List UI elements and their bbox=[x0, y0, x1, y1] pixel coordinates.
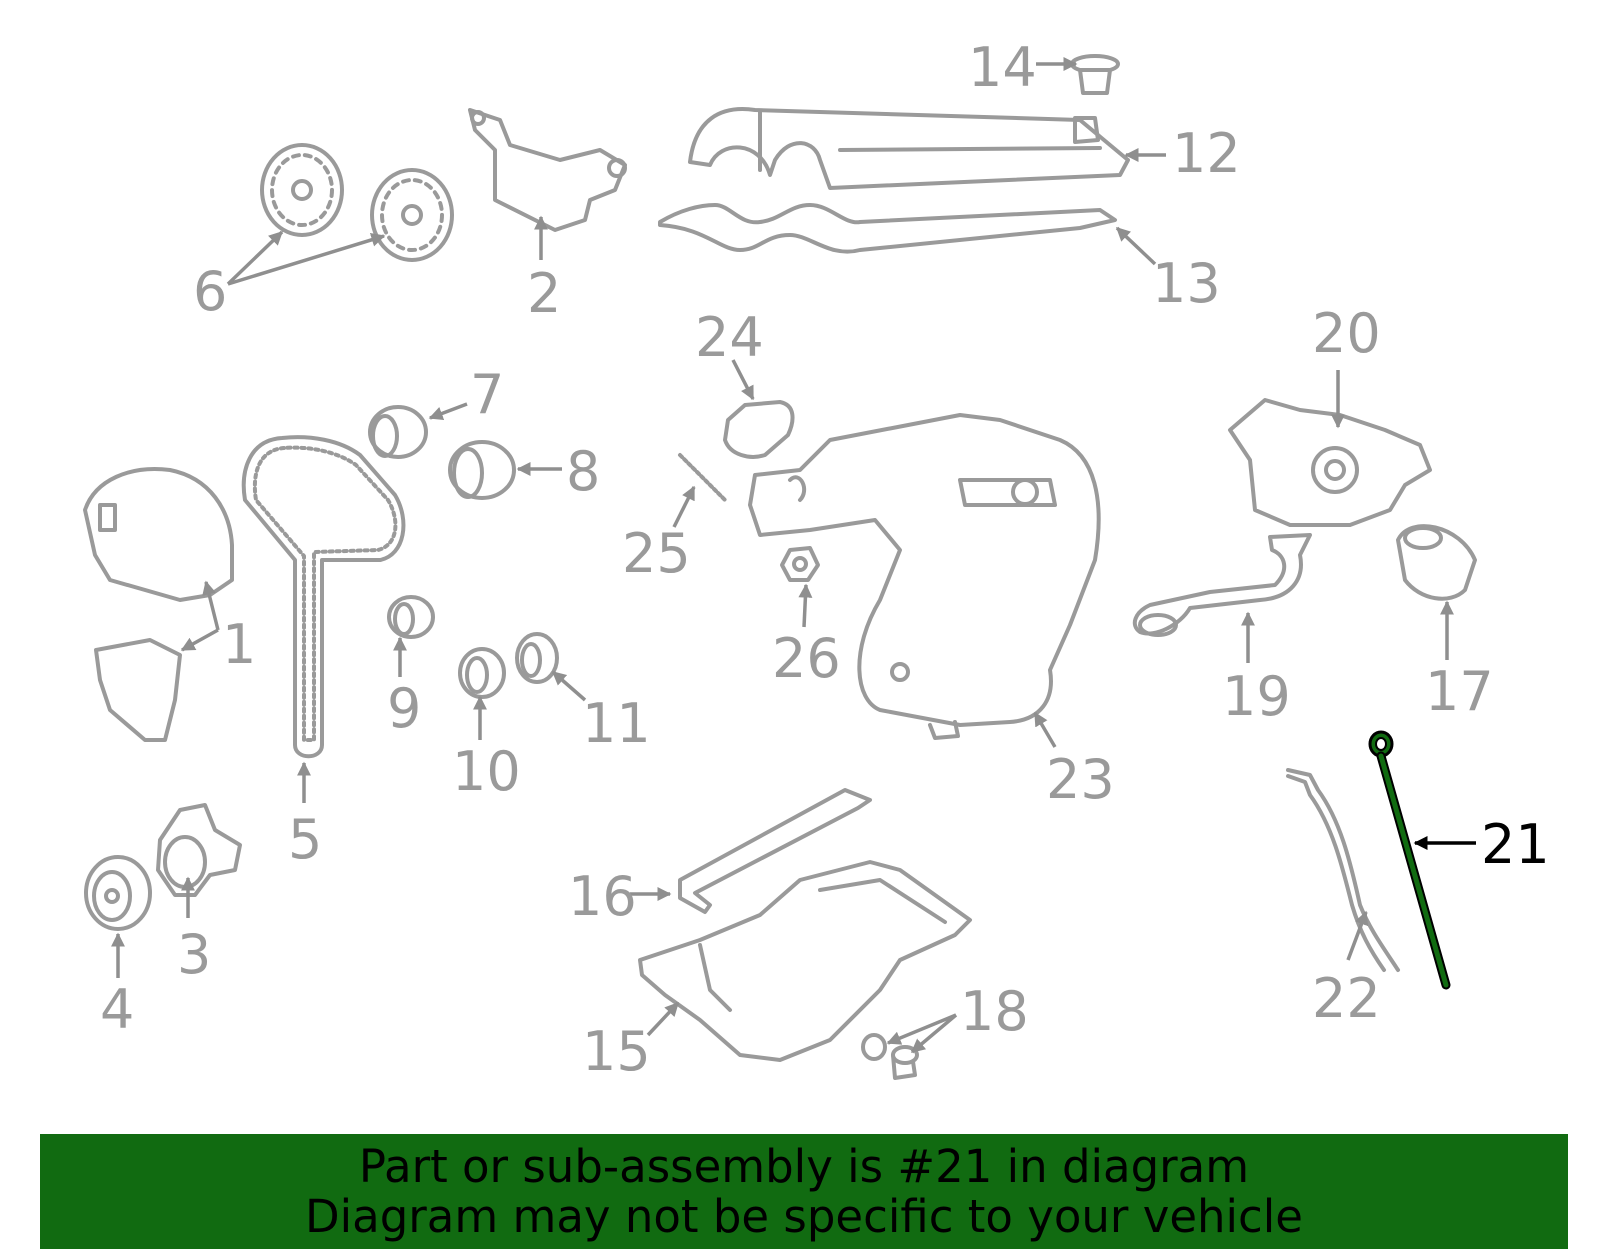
banner-line-2: Diagram may not be specific to your vehi… bbox=[305, 1189, 1303, 1243]
callout-14: 14 bbox=[968, 36, 1037, 99]
callout-25: 25 bbox=[622, 522, 691, 585]
part-2-bracket bbox=[468, 108, 627, 232]
part-23-intake-manifold bbox=[748, 413, 1101, 740]
part-22-dipstick-tube bbox=[1286, 768, 1400, 972]
callout-6: 6 bbox=[193, 260, 227, 323]
banner-line-1: Part or sub-assembly is #21 in diagram bbox=[358, 1139, 1250, 1193]
callout-5: 5 bbox=[288, 808, 322, 871]
part-25-stud bbox=[678, 453, 727, 502]
part-4-crank-pulley bbox=[84, 855, 152, 931]
part-17-oil-filter bbox=[1396, 524, 1477, 601]
part-5-timing-belt bbox=[241, 435, 406, 759]
callout-16: 16 bbox=[568, 865, 637, 928]
callout-12: 12 bbox=[1172, 122, 1241, 185]
callout-15: 15 bbox=[582, 1020, 651, 1083]
part-7-idler-pulley bbox=[368, 405, 428, 459]
callout-22: 22 bbox=[1312, 967, 1381, 1030]
callout-21: 21 bbox=[1481, 813, 1550, 876]
callout-labels: 1 2 3 4 5 6 7 8 9 10 11 12 13 14 15 16 1… bbox=[100, 36, 1550, 1083]
part-16-oil-pan-gasket bbox=[678, 788, 872, 914]
callout-2: 2 bbox=[527, 262, 561, 325]
part-14-oil-cap bbox=[1070, 54, 1120, 95]
part-15-oil-pan bbox=[638, 860, 972, 1062]
callout-9: 9 bbox=[387, 677, 421, 740]
part-19-oil-pickup bbox=[1132, 533, 1312, 637]
callout-20: 20 bbox=[1312, 302, 1381, 365]
part-1-timing-covers bbox=[83, 467, 234, 742]
part-9-pulley bbox=[387, 595, 435, 639]
callout-26: 26 bbox=[772, 627, 841, 690]
part-10-gear bbox=[458, 647, 506, 699]
part-12-valve-cover bbox=[688, 107, 1130, 190]
callout-18: 18 bbox=[960, 980, 1029, 1043]
callout-3: 3 bbox=[177, 923, 211, 986]
part-6-camshaft-sprockets bbox=[260, 143, 454, 262]
callout-4: 4 bbox=[100, 978, 134, 1041]
part-8-tensioner-pulley bbox=[448, 440, 516, 500]
callout-8: 8 bbox=[566, 440, 600, 503]
part-20-oil-pump bbox=[1228, 398, 1432, 527]
part-24-gasket bbox=[723, 400, 795, 459]
callout-24: 24 bbox=[695, 306, 764, 369]
callout-23: 23 bbox=[1046, 748, 1115, 811]
part-18-drain-plug bbox=[861, 1033, 919, 1080]
part-11-seal bbox=[515, 632, 559, 684]
part-21-oil-dipstick bbox=[1368, 730, 1451, 990]
callout-19: 19 bbox=[1222, 665, 1291, 728]
callout-7: 7 bbox=[470, 363, 504, 426]
callout-1: 1 bbox=[222, 613, 256, 676]
leader-lines bbox=[111, 57, 1476, 1054]
part-3-crank-sprocket-cover bbox=[156, 803, 242, 897]
part-26-nut bbox=[780, 546, 820, 582]
callout-10: 10 bbox=[452, 740, 521, 803]
part-13-valve-cover-gasket bbox=[658, 203, 1117, 254]
callout-11: 11 bbox=[582, 692, 651, 755]
callout-13: 13 bbox=[1152, 252, 1221, 315]
callout-17: 17 bbox=[1425, 660, 1494, 723]
info-banner: Part or sub-assembly is #21 in diagram D… bbox=[40, 1134, 1568, 1249]
